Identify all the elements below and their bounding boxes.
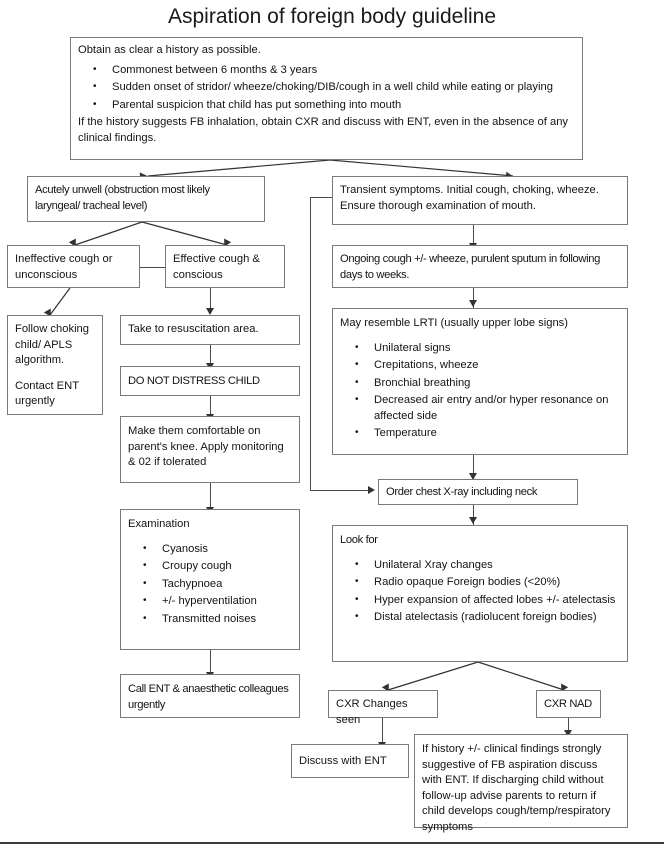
effective-cough-text: Effective cough & conscious (173, 253, 260, 281)
connector-resus-to-dnd (210, 345, 211, 365)
history-footer: If the history suggests FB inhalation, o… (78, 116, 569, 144)
connector-ongoing-to-lrti (473, 288, 474, 308)
node-cxr-nad: CXR NAD (536, 690, 601, 718)
node-transient: Transient symptoms. Initial cough, choki… (332, 176, 628, 225)
connector-bypass-to-ordercxr (310, 490, 370, 491)
node-comfortable: Make them comfortable on parent's knee. … (120, 416, 300, 483)
node-final-advice: If history +/- clinical findings strongl… (414, 734, 628, 833)
list-item: Cyanosis (143, 541, 292, 558)
lrti-bullets: Unilateral signs Crepitations, wheeze Br… (340, 340, 620, 443)
examination-bullets: Cyanosis Croupy cough Tachypnoea +/- hyp… (128, 541, 292, 628)
node-examination: Examination Cyanosis Croupy cough Tachyp… (120, 509, 300, 650)
list-item: Tachypnoea (143, 576, 292, 593)
list-item: Sudden onset of stridor/ wheeze/choking/… (93, 79, 575, 96)
examination-header: Examination (128, 518, 190, 530)
node-look-for: Look for Unilateral Xray changes Radio o… (332, 525, 628, 662)
arrowhead-resus (206, 308, 214, 315)
call-ent-text: Call ENT & anaesthetic colleagues urgent… (128, 683, 289, 711)
list-item: Croupy cough (143, 558, 292, 575)
transient-text: Transient symptoms. Initial cough, choki… (340, 184, 599, 212)
list-item: Bronchial breathing (355, 375, 620, 392)
list-item: Crepitations, wheeze (355, 357, 620, 374)
list-item: Unilateral signs (355, 340, 620, 357)
list-item: Distal atelectasis (radiolucent foreign … (355, 609, 620, 626)
acutely-unwell-text: Acutely unwell (obstruction most likely … (35, 184, 210, 212)
list-item: Hyper expansion of affected lobes +/- at… (355, 592, 620, 609)
connector-transient-to-ongoing (473, 225, 474, 245)
list-item: Unilateral Xray changes (355, 557, 620, 574)
list-item: Transmitted noises (143, 611, 292, 628)
connector-cxrnad-to-final (568, 718, 569, 734)
do-not-distress-text: DO NOT DISTRESS CHILD (128, 375, 260, 387)
cxr-nad-text: CXR NAD (544, 698, 592, 710)
final-advice-text: If history +/- clinical findings strongl… (422, 743, 611, 833)
node-lrti: May resemble LRTI (usually upper lobe si… (332, 308, 628, 455)
ongoing-cough-text: Ongoing cough +/- wheeze, purulent sputu… (340, 253, 601, 281)
lrti-header: May resemble LRTI (usually upper lobe si… (340, 317, 568, 329)
history-intro: Obtain as clear a history as possible. (78, 44, 261, 56)
list-item: +/- hyperventilation (143, 593, 292, 610)
list-item: Temperature (355, 425, 620, 442)
node-order-cxr: Order chest X-ray including neck (378, 479, 578, 505)
resus-text: Take to resuscitation area. (128, 323, 259, 335)
connector-transient-left-stub (310, 197, 332, 198)
connector-cxrchanges-to-discuss (382, 718, 383, 744)
node-acutely-unwell: Acutely unwell (obstruction most likely … (27, 176, 265, 222)
node-cxr-changes: CXR Changes seen (328, 690, 438, 726)
node-follow-choking: Follow choking child/ APLS algorithm. Co… (7, 315, 103, 415)
list-item: Decreased air entry and/or hyper resonan… (355, 392, 620, 424)
page-title: Aspiration of foreign body guideline (167, 5, 497, 28)
node-ineffective-cough: Ineffective cough or unconscious (7, 245, 140, 288)
arrowhead-final (564, 730, 572, 737)
discuss-ent-text: Discuss with ENT (299, 755, 387, 767)
connector-effective-to-ineffective (140, 267, 165, 268)
node-history: Obtain as clear a history as possible. C… (70, 37, 583, 160)
node-resus: Take to resuscitation area. (120, 315, 300, 345)
list-item: Parental suspicion that child has put so… (93, 97, 575, 114)
arrowhead-lrti (469, 300, 477, 307)
connector-bypass-vertical (310, 197, 311, 490)
node-call-ent: Call ENT & anaesthetic colleagues urgent… (120, 674, 300, 718)
follow-choking-line2: Contact ENT urgently (15, 379, 79, 408)
comfortable-text: Make them comfortable on parent's knee. … (128, 425, 284, 468)
connector-examination-to-callent (210, 650, 211, 674)
history-bullets: Commonest between 6 months & 3 years Sud… (78, 62, 575, 114)
connector-ordercxr-to-lookfor (473, 505, 474, 525)
look-for-header: Look for (340, 534, 378, 546)
connector-comfortable-to-examination (210, 483, 211, 509)
arrowhead-ordercxr-top (469, 473, 477, 480)
connector-dnd-to-comfortable (210, 396, 211, 416)
follow-choking-line1: Follow choking child/ APLS algorithm. (15, 323, 89, 366)
node-discuss-ent: Discuss with ENT (291, 744, 409, 778)
cxr-changes-text: CXR Changes seen (336, 698, 408, 726)
arrowhead-lookfor (469, 517, 477, 524)
list-item: Radio opaque Foreign bodies (<20%) (355, 574, 620, 591)
order-cxr-text: Order chest X-ray including neck (386, 486, 538, 498)
node-do-not-distress: DO NOT DISTRESS CHILD (120, 366, 300, 396)
connector-effective-to-resus (210, 288, 211, 310)
node-effective-cough: Effective cough & conscious (165, 245, 285, 288)
look-for-bullets: Unilateral Xray changes Radio opaque For… (340, 557, 620, 626)
arrowhead-ordercxr-left (368, 486, 375, 494)
node-ongoing-cough: Ongoing cough +/- wheeze, purulent sputu… (332, 245, 628, 288)
list-item: Commonest between 6 months & 3 years (93, 62, 575, 79)
ineffective-cough-text: Ineffective cough or unconscious (15, 253, 113, 281)
connector-lrti-to-ordercxr (473, 455, 474, 479)
